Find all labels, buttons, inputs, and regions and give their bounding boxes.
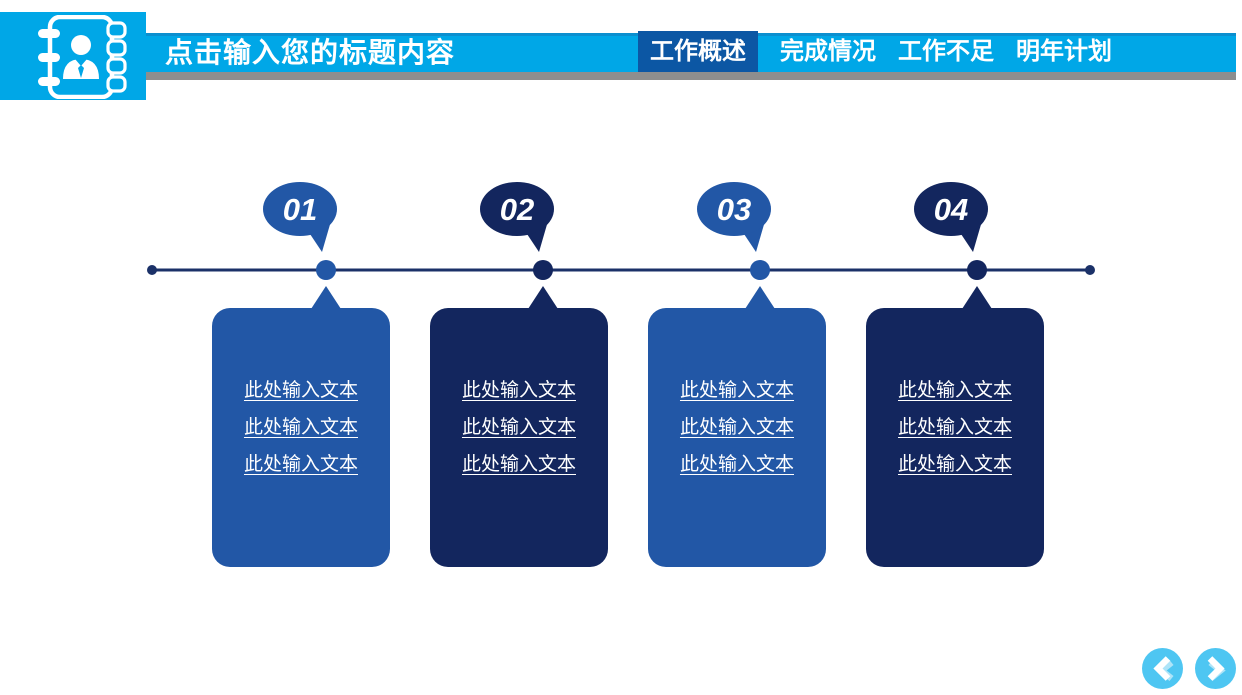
header-bar-shadow xyxy=(146,72,1236,80)
card-text-block: 此处输入文本此处输入文本此处输入文本 xyxy=(430,372,608,483)
card-placeholder-line: 此处输入文本 xyxy=(679,380,794,401)
timeline-dot-03 xyxy=(750,260,770,280)
bubble-number: 03 xyxy=(717,192,751,227)
timeline-dot-02 xyxy=(533,260,553,280)
header-logo-block xyxy=(0,12,146,100)
number-bubble xyxy=(697,182,771,236)
card-pointer xyxy=(311,286,341,309)
slide-nav xyxy=(1142,648,1236,689)
timeline-right-cap xyxy=(1085,265,1095,275)
card-text-block: 此处输入文本此处输入文本此处输入文本 xyxy=(212,372,390,483)
tab-4[interactable]: 明年计划 xyxy=(1016,38,1112,65)
card-pointer xyxy=(528,286,558,309)
timeline: 01 02 03 04 xyxy=(147,182,1095,280)
bubble-number: 01 xyxy=(283,192,317,227)
number-bubble xyxy=(480,182,554,236)
contact-book-icon xyxy=(38,15,127,99)
timeline-card-01: 此处输入文本此处输入文本此处输入文本 xyxy=(212,286,390,567)
tab-3[interactable]: 工作不足 xyxy=(898,38,994,65)
card-placeholder-line: 此处输入文本 xyxy=(461,454,576,475)
timeline-card-04: 此处输入文本此处输入文本此处输入文本 xyxy=(866,286,1044,567)
card-placeholder-line: 此处输入文本 xyxy=(461,380,576,401)
card-placeholder-line: 此处输入文本 xyxy=(897,454,1012,475)
next-slide-button[interactable] xyxy=(1195,648,1236,689)
timeline-card-03: 此处输入文本此处输入文本此处输入文本 xyxy=(648,286,826,567)
timeline-marker-01: 01 xyxy=(263,182,337,280)
chevron-left-icon xyxy=(1153,656,1174,682)
chevron-right-icon xyxy=(1207,656,1226,682)
bubble-number: 04 xyxy=(934,192,968,227)
number-bubble xyxy=(914,182,988,236)
timeline-marker-04: 04 xyxy=(914,182,988,280)
prev-slide-button[interactable] xyxy=(1142,648,1183,689)
card-placeholder-line: 此处输入文本 xyxy=(897,417,1012,438)
tab-2[interactable]: 完成情况 xyxy=(780,38,876,65)
timeline-dot-04 xyxy=(967,260,987,280)
card-pointer xyxy=(962,286,992,309)
card-placeholder-line: 此处输入文本 xyxy=(243,380,358,401)
card-text-block: 此处输入文本此处输入文本此处输入文本 xyxy=(648,372,826,483)
card-placeholder-line: 此处输入文本 xyxy=(243,417,358,438)
timeline-dot-01 xyxy=(316,260,336,280)
header-bar: 点击输入您的标题内容 工作概述完成情况工作不足明年计划 xyxy=(146,31,1236,72)
card-placeholder-line: 此处输入文本 xyxy=(243,454,358,475)
tab-1[interactable]: 工作概述 xyxy=(638,31,758,72)
card-placeholder-line: 此处输入文本 xyxy=(679,417,794,438)
card-text-block: 此处输入文本此处输入文本此处输入文本 xyxy=(866,372,1044,483)
card-pointer xyxy=(745,286,775,309)
card-placeholder-line: 此处输入文本 xyxy=(897,380,1012,401)
timeline-marker-02: 02 xyxy=(480,182,554,280)
card-placeholder-line: 此处输入文本 xyxy=(461,417,576,438)
timeline-left-cap xyxy=(147,265,157,275)
timeline-card-02: 此处输入文本此处输入文本此处输入文本 xyxy=(430,286,608,567)
timeline-marker-03: 03 xyxy=(697,182,771,280)
number-bubble xyxy=(263,182,337,236)
bubble-number: 02 xyxy=(500,192,534,227)
card-placeholder-line: 此处输入文本 xyxy=(679,454,794,475)
page-title: 点击输入您的标题内容 xyxy=(165,37,456,68)
nav-tabs: 工作概述完成情况工作不足明年计划 xyxy=(638,31,1112,72)
